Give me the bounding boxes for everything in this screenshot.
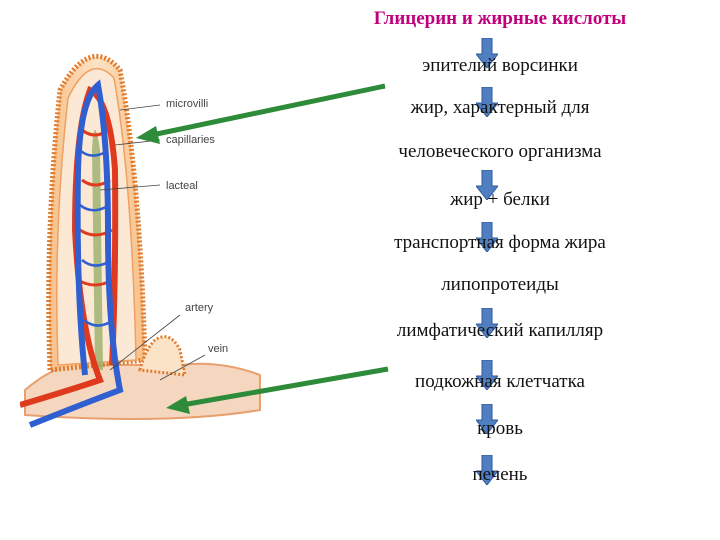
flow-arrow-2-icon [476,87,498,117]
label-vein: vein [208,343,229,355]
flow-arrow-6-icon [476,360,498,390]
label-microvilli: microvilli [166,98,209,110]
flow-arrow-4-icon [476,222,498,252]
vein-vessel [28,79,124,428]
flow-step-9: кровь [477,418,523,439]
flow-step-5: транспортная форма жира [394,232,606,253]
flow-arrow-8-icon [476,455,498,485]
label-capillaries: capillaries [166,134,215,146]
flow-step-1: эпителий ворсинки [422,55,578,76]
flow-step-7: лимфатический капилляр [396,320,604,341]
flow-step-3: человеческого организма [398,141,602,162]
label-artery: artery [185,302,214,314]
intestinal-villus-illustration [20,53,261,428]
flow-arrow-1-icon [476,38,498,68]
flow-step-10: печень [472,464,528,485]
flow-step-6: липопротеиды [441,274,559,295]
label-lacteal: lacteal [166,180,198,192]
flow-step-8: подкожная клетчатка [415,371,585,392]
flow-arrow-7-icon [476,404,498,434]
flow-arrow-5-icon [476,308,498,338]
flow-arrow-3-icon [476,170,498,200]
flow-title: Глицерин и жирные кислоты [373,8,627,29]
flow-step-2: жир, характерный для [410,97,590,118]
flow-step-4: жир + белки [450,189,550,210]
